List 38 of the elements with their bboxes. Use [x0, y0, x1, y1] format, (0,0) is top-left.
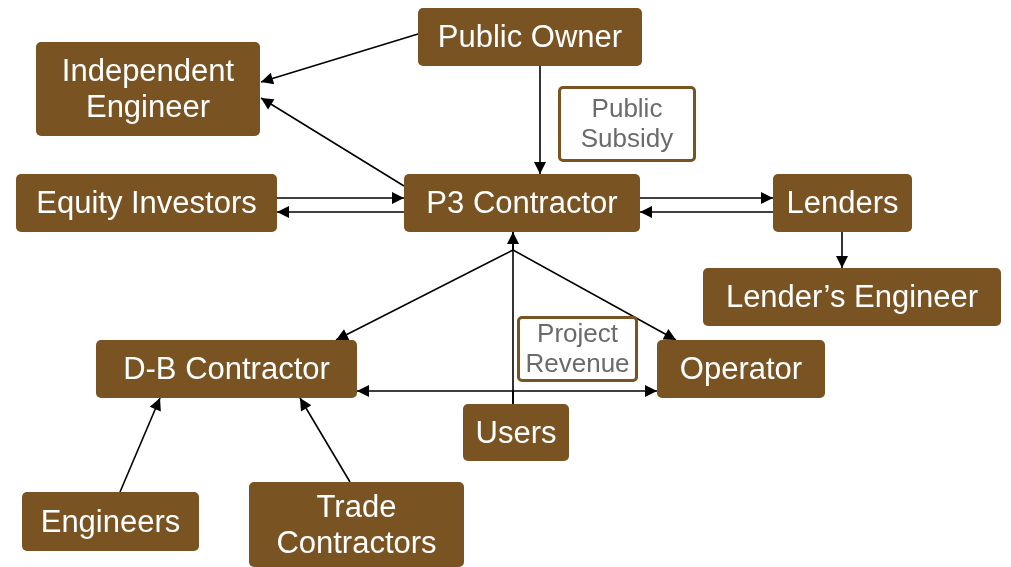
entity-box — [404, 174, 640, 232]
arrow — [276, 192, 405, 204]
arrow — [534, 65, 546, 175]
entity-name: Equity Investors — [36, 185, 257, 221]
flow-label-box — [558, 86, 696, 162]
entity-box — [22, 492, 199, 551]
entity-name: Lender’s Engineer — [725, 279, 979, 315]
entity-box — [418, 8, 642, 66]
arrow — [260, 33, 419, 85]
entity-box — [96, 340, 357, 398]
entity-box — [773, 174, 912, 232]
entity-name: Engineers — [40, 503, 181, 540]
entity-name: Users — [475, 414, 557, 451]
entity-name: Trade Contractors — [275, 488, 438, 561]
entity-box — [463, 404, 569, 461]
arrow — [119, 397, 161, 493]
arrow — [276, 206, 405, 218]
arrow — [836, 231, 848, 269]
flow-label-box — [517, 316, 638, 382]
entity-box — [16, 174, 277, 232]
entity-name: D-B Contractor — [123, 351, 330, 387]
entity-name: Public Subsidy — [579, 94, 675, 154]
entity-box — [249, 482, 464, 567]
arrow — [512, 385, 658, 405]
entity-name: Lenders — [786, 185, 899, 221]
arrow — [639, 192, 774, 204]
entity-box — [36, 42, 260, 136]
entity-name: Independent Engineer — [60, 53, 236, 125]
arrow — [299, 397, 351, 483]
entity-box — [703, 268, 1001, 326]
entity-name: Public Owner — [437, 19, 623, 55]
entity-box — [657, 340, 825, 398]
entity-name: P3 Contractor — [426, 185, 618, 221]
entity-name: Project Revenue — [525, 319, 630, 379]
entity-name: Operator — [679, 351, 803, 387]
arrow — [639, 206, 774, 218]
arrow — [512, 231, 677, 341]
arrow — [260, 97, 405, 187]
